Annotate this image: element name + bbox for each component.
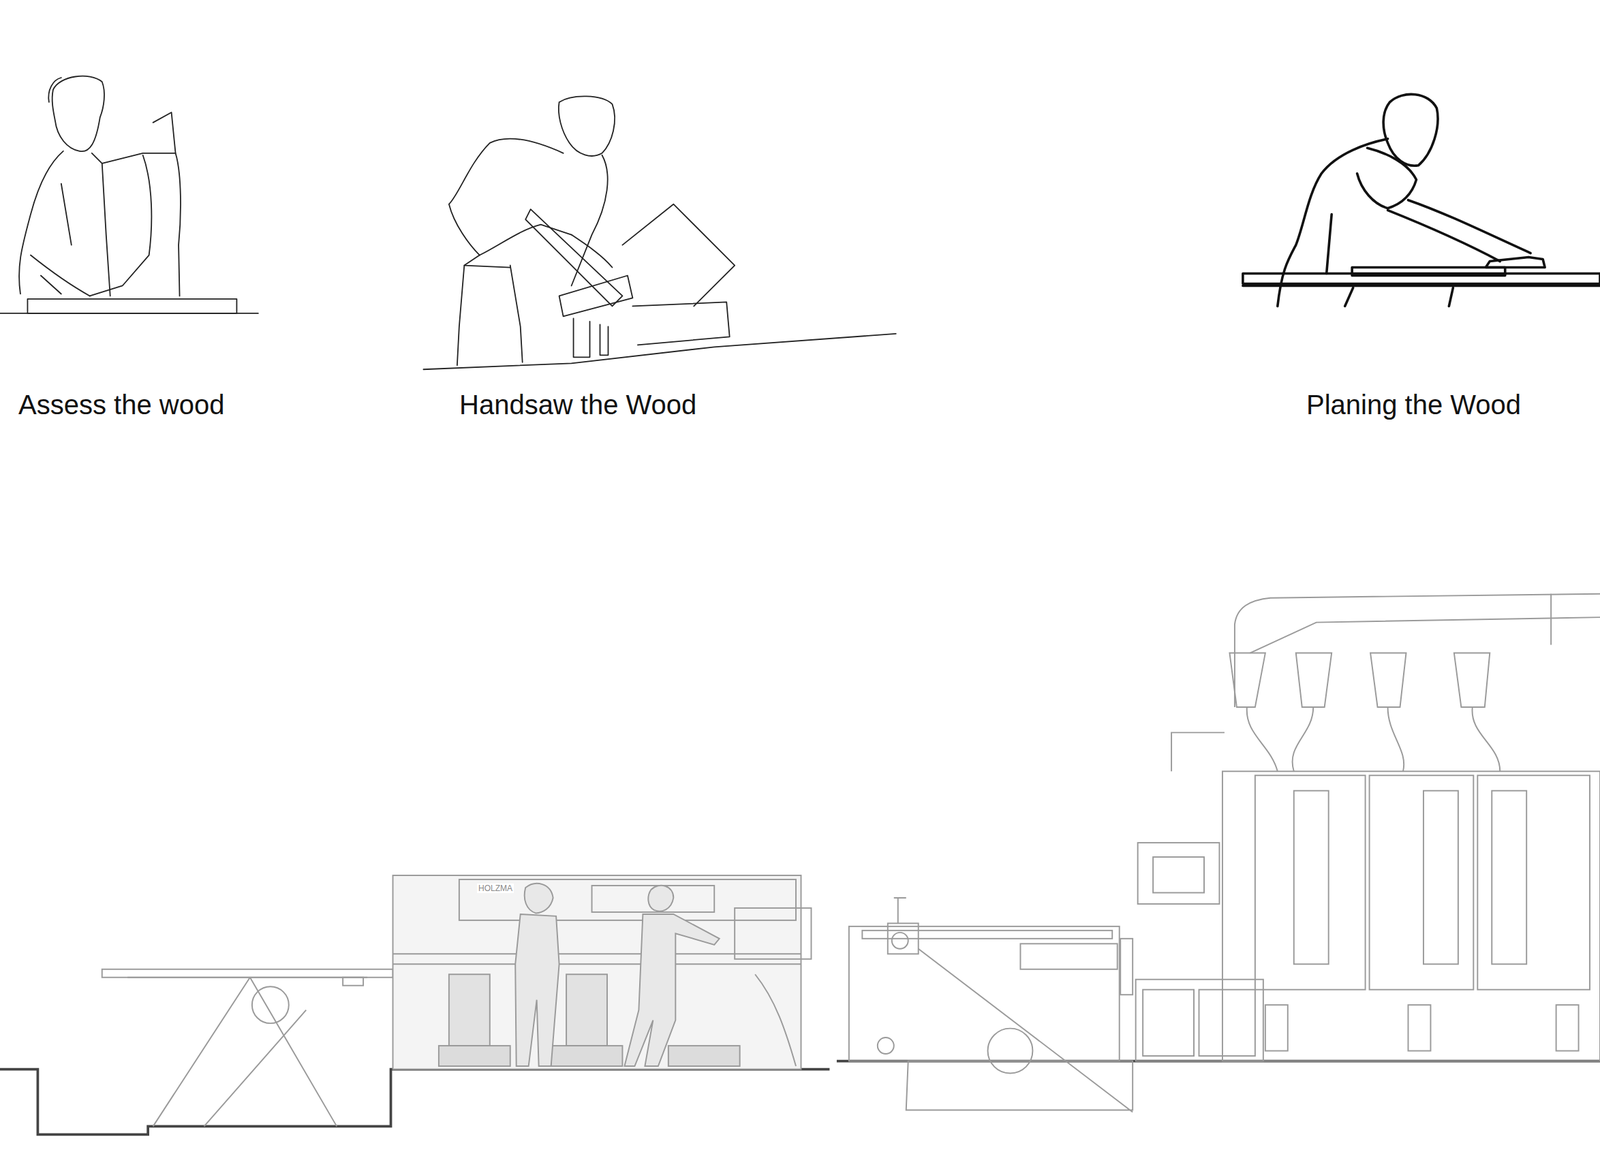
- machinery: [0, 594, 1600, 1136]
- handsaw-figure: [423, 96, 896, 370]
- planing-figure: [1242, 94, 1600, 306]
- step-caption: Handsaw the Wood: [459, 388, 697, 422]
- step-caption: Assess the wood: [18, 388, 225, 422]
- assess-figure: [0, 76, 259, 314]
- machine-logo: HOLZMA: [477, 883, 514, 894]
- step-caption: Planing the Wood: [1306, 388, 1521, 422]
